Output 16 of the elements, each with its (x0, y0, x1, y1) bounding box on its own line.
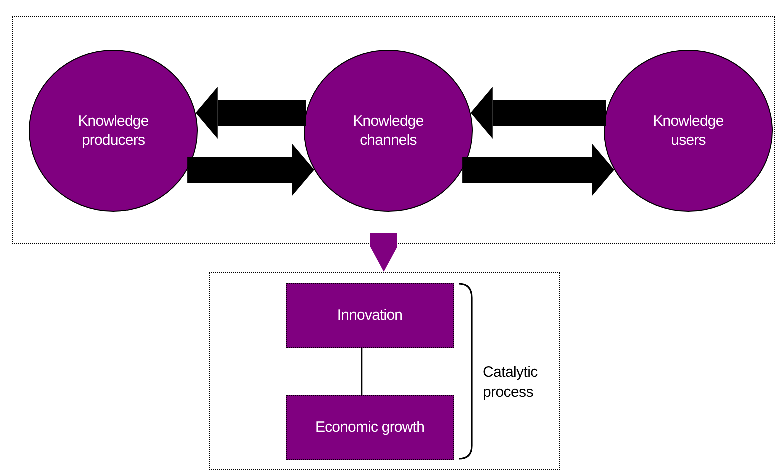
block-arrow (188, 144, 314, 196)
block-arrow (370, 233, 398, 272)
block-arrow (462, 144, 614, 196)
node-label: Economic growth (315, 418, 425, 438)
process-box (286, 283, 454, 348)
group-frame (12, 16, 775, 244)
bracket-label: Catalytic process (483, 363, 539, 404)
node-label: Knowledge channels (352, 112, 425, 150)
process-box (286, 395, 454, 460)
block-arrow (196, 87, 306, 139)
node-label: Knowledge users (652, 112, 725, 150)
connector-line (361, 348, 363, 395)
node-label: Knowledge producers (77, 112, 150, 150)
node-label: Innovation (337, 306, 403, 326)
block-arrow (470, 87, 606, 139)
group-frame (209, 272, 560, 470)
